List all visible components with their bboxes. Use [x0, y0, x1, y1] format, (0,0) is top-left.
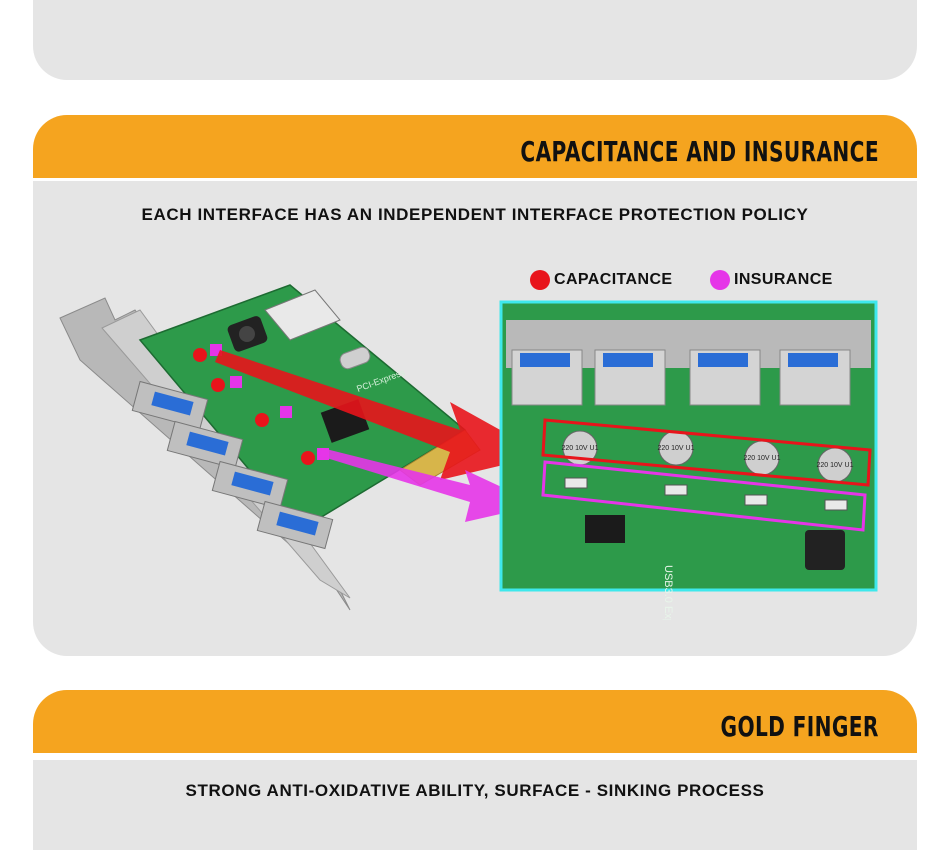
- capacitor-label: 220 10V U1: [562, 445, 599, 452]
- top-panel: [33, 0, 917, 80]
- capacitance-title: CAPACITANCE AND INSURANCE: [520, 135, 879, 168]
- capacitor-label: 220 10V U1: [744, 455, 781, 462]
- gold-finger-title: GOLD FINGER: [720, 710, 879, 743]
- capacitor-label: 220 10V U1: [658, 445, 695, 452]
- capacitance-dot-icon: [530, 270, 550, 290]
- pcie-card-image: PCI-Express: [59, 284, 481, 611]
- gold-finger-banner: GOLD FINGER: [33, 690, 917, 756]
- closeup-image: 220 10V U1 220 10V U1 220 10V U1 220 10V…: [499, 300, 878, 620]
- legend-insurance: INSURANCE: [710, 270, 833, 290]
- capacitor-label: 220 10V U1: [817, 462, 854, 469]
- legend-insurance-label: INSURANCE: [734, 271, 833, 288]
- capacitance-subtitle: EACH INTERFACE HAS AN INDEPENDENT INTERF…: [141, 205, 809, 224]
- usb-card-illustration: PCI-Express 220 10V U1 2: [59, 284, 878, 620]
- closeup-board-text: USB3.0 Exp: [662, 565, 674, 620]
- legend-capacitance-label: CAPACITANCE: [554, 271, 673, 288]
- gold-finger-subtitle: STRONG ANTI-OXIDATIVE ABILITY, SURFACE -…: [185, 781, 765, 800]
- gold-finger-section: STRONG ANTI-OXIDATIVE ABILITY, SURFACE -…: [33, 760, 917, 850]
- callout-arrows: [215, 350, 545, 522]
- insurance-dot-icon: [710, 270, 730, 290]
- capacitance-banner: CAPACITANCE AND INSURANCE: [33, 115, 917, 181]
- legend-capacitance: CAPACITANCE: [530, 270, 672, 290]
